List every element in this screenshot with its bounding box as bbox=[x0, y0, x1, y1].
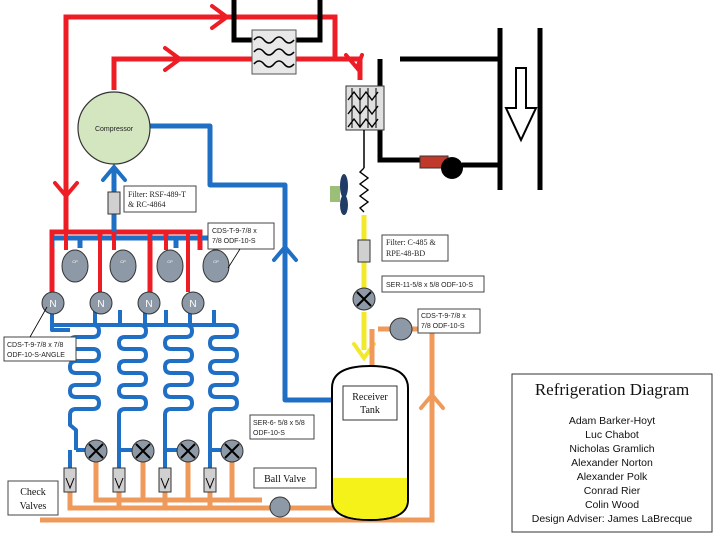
callout-text: Filter: C-485 & bbox=[386, 238, 437, 247]
callout-check-valves: Check Valves bbox=[7, 480, 59, 516]
right-heat-exchanger bbox=[345, 28, 543, 190]
team-member: Conrad Rier bbox=[584, 485, 641, 497]
callout-ball-valve: Ball Valve bbox=[253, 467, 317, 489]
callout-text: CDS-T-9-7/8 x bbox=[421, 313, 466, 320]
callout-text: Filter: RSF-489-T bbox=[128, 190, 186, 199]
callout-text: Ball Valve bbox=[264, 474, 306, 485]
callout-text: ODF-10-S-ANGLE bbox=[7, 352, 65, 359]
hot-gas-arrows bbox=[53, 4, 364, 200]
node-n-label: N bbox=[145, 299, 152, 310]
team-member: Alexander Norton bbox=[571, 457, 653, 469]
airflow-arrow-icon bbox=[504, 67, 538, 143]
svg-text:CP: CP bbox=[72, 259, 78, 264]
check-valves bbox=[63, 467, 217, 493]
node-n-label: N bbox=[189, 299, 196, 310]
svg-text:CP: CP bbox=[120, 259, 126, 264]
suction-arrows bbox=[101, 163, 298, 262]
top-condenser bbox=[231, 0, 323, 75]
liquid-filter bbox=[357, 239, 371, 263]
team-member: Adam Barker-Hoyt bbox=[569, 415, 655, 427]
receiver-label-line1: Receiver bbox=[352, 392, 388, 403]
n-nodes: N N N N bbox=[41, 291, 205, 315]
node-n-label: N bbox=[97, 299, 104, 310]
callout-cds-top: CDS-T-9-7/8 x 7/8 ODF-10-S bbox=[207, 222, 275, 269]
team-member: Colin Wood bbox=[585, 499, 639, 511]
liquid-solenoid-valve bbox=[352, 287, 376, 311]
team-member: Alexander Polk bbox=[577, 471, 648, 483]
callout-text: Valves bbox=[20, 501, 47, 512]
hot-gas-drops bbox=[50, 232, 202, 292]
callout-filter-suction: Filter: RSF-489-T & RC-4864 bbox=[123, 185, 197, 213]
callout-text: SER-11-5/8 x 5/8 ODF-10-S bbox=[386, 282, 473, 289]
team-member: Nicholas Gramlich bbox=[569, 443, 654, 455]
callout-text: RPE-48-BD bbox=[386, 249, 425, 258]
fan-icon bbox=[330, 174, 348, 215]
callout-cds-left: CDS-T-9-7/8 x 7/8 ODF-10-S-ANGLE bbox=[3, 306, 77, 362]
ball-valve bbox=[269, 496, 291, 518]
receiver-relief-valve bbox=[389, 317, 413, 341]
callout-text: SER-6- 5/8 x 5/8 bbox=[253, 420, 305, 427]
svg-text:CP: CP bbox=[167, 259, 173, 264]
title-box: Refrigeration Diagram Adam Barker-Hoyt L… bbox=[511, 373, 713, 533]
compressor-label: Compressor bbox=[95, 126, 134, 133]
callout-text: 7/8 ODF-10-S bbox=[421, 323, 465, 330]
callout-cds-right: CDS-T-9-7/8 x 7/8 ODF-10-S bbox=[417, 308, 481, 334]
callout-filter-liquid: Filter: C-485 & RPE-48-BD bbox=[381, 234, 449, 262]
team-member: Design Adviser: James LaBrecque bbox=[532, 513, 693, 525]
receiver-tank: Receiver Tank bbox=[331, 364, 409, 522]
team-member-list: Adam Barker-Hoyt Luc Chabot Nicholas Gra… bbox=[532, 415, 693, 525]
callout-ser-liquid: SER-11-5/8 x 5/8 ODF-10-S bbox=[381, 275, 485, 293]
callout-text: CDS-T-9-7/8 x 7/8 bbox=[7, 342, 64, 349]
callout-text: & RC-4864 bbox=[128, 200, 166, 209]
callout-ser-evap: SER-6- 5/8 x 5/8 ODF-10-S bbox=[249, 414, 315, 440]
callout-text: ODF-10-S bbox=[253, 430, 285, 437]
svg-text:CP: CP bbox=[213, 259, 219, 264]
condensate-arrow bbox=[419, 391, 445, 410]
receiver-label-line2: Tank bbox=[360, 405, 380, 416]
expansion-valves bbox=[84, 439, 244, 463]
diagram-title: Refrigeration Diagram bbox=[535, 380, 689, 399]
callout-text: 7/8 ODF-10-S bbox=[212, 238, 256, 245]
top-valve-row: CP CP CP CP bbox=[61, 249, 230, 283]
callout-text: Check bbox=[20, 487, 46, 498]
compressor: Compressor bbox=[77, 91, 151, 165]
suction-filter bbox=[107, 191, 121, 215]
node-n-label: N bbox=[49, 299, 56, 310]
team-member: Luc Chabot bbox=[585, 429, 639, 441]
callout-text: CDS-T-9-7/8 x bbox=[212, 228, 257, 235]
